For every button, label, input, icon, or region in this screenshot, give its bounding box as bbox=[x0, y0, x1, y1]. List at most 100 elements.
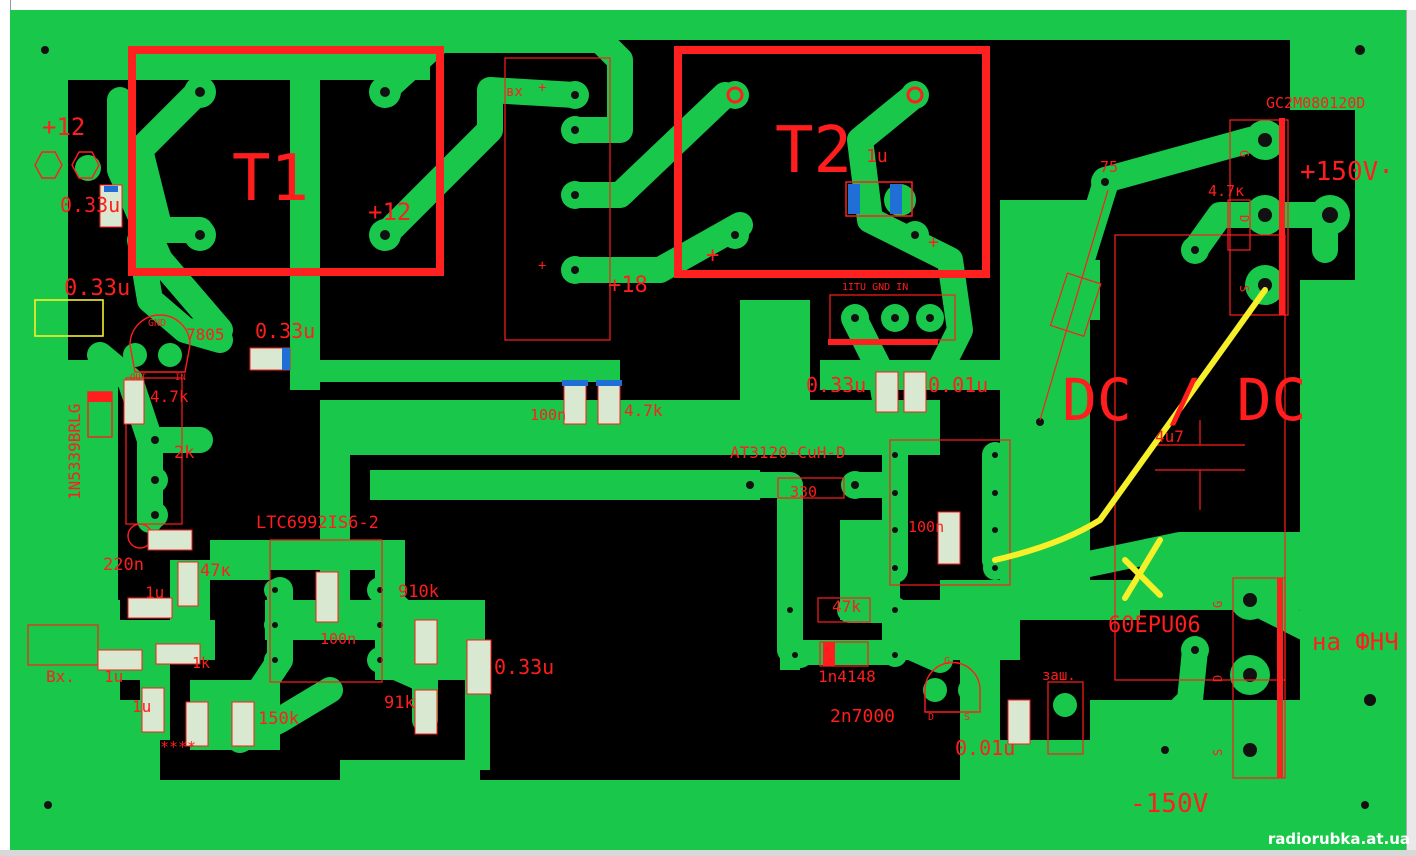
trace-12v bbox=[107, 87, 233, 343]
dcdc-150-outline bbox=[1114, 234, 1286, 681]
driver-outline bbox=[889, 439, 1011, 586]
trace-t1-left bbox=[127, 77, 213, 243]
plus12-left: +12 bbox=[42, 113, 85, 141]
fet-pin-g: G bbox=[944, 656, 950, 667]
zener-label: 1N5339BRLG bbox=[65, 404, 84, 500]
svg-text:+: + bbox=[706, 243, 719, 268]
c4u7: 4u7 bbox=[1155, 427, 1184, 446]
cut-mark bbox=[1122, 537, 1163, 601]
c220n: 220n bbox=[103, 555, 144, 575]
r330: 330 bbox=[790, 483, 817, 501]
svg-text:+: + bbox=[928, 232, 939, 253]
diode-sig-label: 1n4148 bbox=[818, 667, 876, 686]
c100n-a: 100n bbox=[530, 406, 566, 424]
dcdc-18-outline bbox=[504, 57, 611, 341]
pin-g1: G bbox=[1237, 150, 1251, 157]
fet-label: 2n7000 bbox=[830, 706, 895, 727]
c033-d: 0.33u bbox=[806, 373, 866, 397]
trace-t1-mid bbox=[372, 77, 588, 248]
pin-s2: S bbox=[1211, 749, 1225, 756]
t1-box bbox=[128, 46, 444, 276]
r1k: 1k bbox=[192, 654, 210, 672]
svg-text:+: + bbox=[538, 80, 546, 96]
pin-d1: D bbox=[1237, 215, 1251, 222]
t2-pin-2 bbox=[906, 86, 924, 104]
timer-label: LTC6992IS6-2 bbox=[256, 513, 379, 533]
pcb-canvas[interactable]: T1 T2 DC / DC +12 +12 +18 вх + + + + +15… bbox=[10, 10, 1406, 850]
zash-outline bbox=[1047, 681, 1084, 755]
pin-d2: D bbox=[1211, 675, 1225, 682]
minus150-label: -150V bbox=[1130, 789, 1208, 819]
d1n4148-body bbox=[819, 641, 869, 667]
t1-label: T1 bbox=[232, 142, 309, 216]
plus150-label: +150V· bbox=[1300, 157, 1394, 187]
vx-out-label: Вх. bbox=[46, 667, 75, 686]
r47k-top-body bbox=[1227, 199, 1251, 251]
in-pin-label: IN bbox=[175, 373, 186, 383]
pin-g2: G bbox=[1211, 601, 1225, 608]
c1u-c: 1u bbox=[132, 697, 151, 716]
trace-s bbox=[1137, 637, 1208, 753]
fet-pin-s: S bbox=[964, 712, 970, 723]
2n7000-outline bbox=[924, 661, 981, 713]
reg-area-outline bbox=[125, 377, 183, 525]
c001-b: 0.01u bbox=[955, 736, 1015, 760]
t2-label: T2 bbox=[775, 114, 852, 188]
c1u-a: 1u bbox=[145, 583, 164, 602]
jumper-wire bbox=[992, 287, 1268, 563]
r2k: 2k bbox=[174, 443, 194, 463]
watermark-text: radiorubka.at.ua bbox=[1267, 830, 1410, 848]
trace-t2-b bbox=[562, 212, 753, 283]
trace-330 bbox=[737, 472, 813, 668]
plus18-label: +18 bbox=[608, 273, 648, 298]
diode-bottom-label: 60EPU06 bbox=[1108, 613, 1201, 638]
c100n-b: 100n bbox=[320, 630, 356, 648]
label-layer: T1 T2 DC / DC +12 +12 +18 вх + + + + +15… bbox=[42, 80, 1399, 819]
r47k-body bbox=[817, 597, 871, 623]
c033-b: 0.33u bbox=[64, 276, 130, 301]
smd-parts bbox=[97, 184, 1031, 747]
timer-outline bbox=[269, 539, 383, 683]
r75-body bbox=[1049, 272, 1102, 337]
r91k: 91k bbox=[384, 693, 415, 713]
driver-label: AT3120-CuH-D bbox=[730, 443, 846, 462]
c1u-b: 1u bbox=[104, 667, 123, 686]
stars: **** bbox=[160, 738, 196, 756]
7805-outline bbox=[129, 314, 191, 373]
zash-label: заш. bbox=[1042, 668, 1076, 684]
c033-e: 0.33u bbox=[494, 655, 554, 679]
vx-connector-outline bbox=[27, 624, 99, 666]
annotation-boxes bbox=[128, 46, 990, 278]
svg-text:+: + bbox=[538, 258, 546, 274]
pin-s1: S bbox=[1237, 285, 1251, 292]
vertical-scrollbar[interactable] bbox=[1406, 10, 1416, 856]
t2-box bbox=[674, 46, 990, 278]
trace-bottom-mosfet bbox=[1237, 587, 1383, 693]
r47k-c: 4.7к bbox=[1208, 182, 1244, 200]
c100n-c: 100n bbox=[908, 518, 944, 536]
c001-a: 0.01u bbox=[928, 373, 988, 397]
mosfet-top-outline bbox=[1229, 119, 1289, 316]
r910k: 910k bbox=[398, 582, 439, 602]
out-pin-label: OUT bbox=[130, 373, 147, 383]
reg-label: 7805 bbox=[186, 325, 225, 344]
silkscreen-layer bbox=[27, 57, 1289, 779]
horizontal-scrollbar[interactable] bbox=[0, 850, 1416, 856]
c033-c: 0.33u bbox=[255, 319, 315, 343]
r150k: 150k bbox=[258, 709, 299, 729]
smd-caps-blue bbox=[104, 184, 902, 386]
pads-layer bbox=[32, 38, 1388, 814]
trace-gate-drive bbox=[982, 532, 1373, 583]
hdr-pins-label: 1ITU GND IN bbox=[842, 282, 908, 293]
trace-75-down bbox=[1027, 172, 1118, 433]
na-fnch-label: на ФНЧ bbox=[1312, 628, 1399, 656]
yellow-footprint bbox=[34, 299, 104, 337]
r330-body bbox=[777, 477, 845, 499]
dcdc-label: DC / DC bbox=[1062, 366, 1306, 434]
fet-pin-d: D bbox=[928, 712, 934, 723]
r47k-b: 4.7k bbox=[624, 401, 663, 420]
t2-pin-1 bbox=[726, 86, 744, 104]
mosfet-top-label: GC2M080120D bbox=[1266, 94, 1365, 112]
mosfet-bottom-outline bbox=[1232, 577, 1286, 779]
r47k-a: 4.7k bbox=[150, 387, 189, 406]
